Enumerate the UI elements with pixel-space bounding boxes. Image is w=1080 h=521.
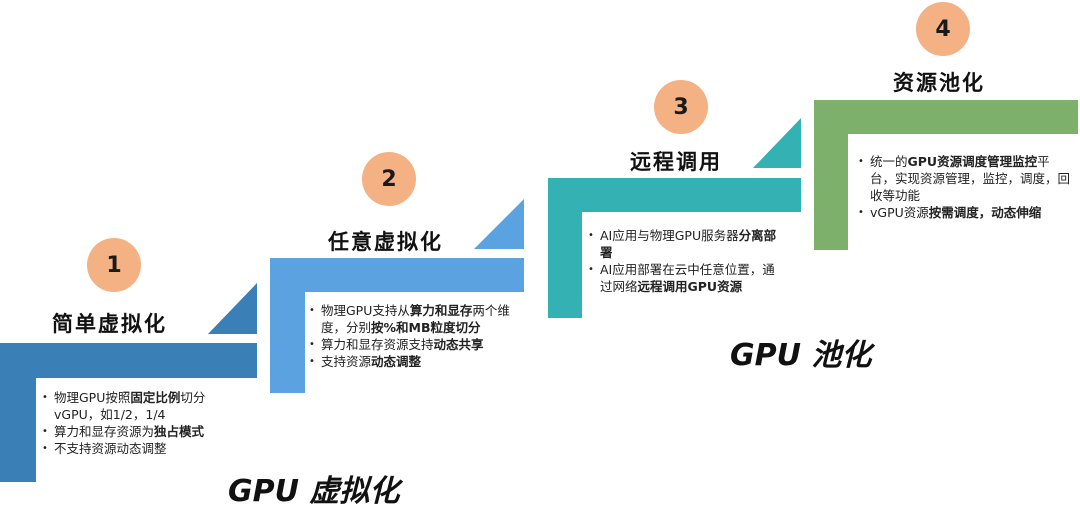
bullet-bold-text: GPU资源调度管理监控: [907, 154, 1038, 169]
step-4-shape: [814, 100, 1078, 250]
bullet-text: 切分vGPU，如1/2，1/4: [54, 390, 206, 422]
step-3-description: AI应用与物理GPU服务器分离部署AI应用部署在云中任意位置，通过网络远程调用G…: [586, 227, 786, 295]
bullet-text: 统一的: [870, 154, 908, 169]
step-2-description: 物理GPU支持从算力和显存两个维度，分别按%和MB粒度切分算力和显存资源支持动态…: [307, 302, 527, 370]
bullet-bold-text: 固定比例: [130, 390, 181, 405]
step-2-bullet: 算力和显存资源支持动态共享: [307, 336, 527, 353]
gpu-pooling-label: GPU 池化: [730, 338, 872, 373]
bullet-text: 平台，实现资源管理，监控，调度，回收等功能: [870, 154, 1071, 203]
bullet-text: 支持资源: [321, 354, 372, 369]
bullet-bold-text: 动态调整: [371, 354, 422, 369]
bullet-bold-text: 远程调用GPU资源: [637, 279, 743, 294]
step-2-bullet: 支持资源动态调整: [307, 353, 527, 370]
step-1-bullet: 物理GPU按照固定比例切分vGPU，如1/2，1/4: [40, 389, 240, 423]
bullet-text: 不支持资源动态调整: [54, 441, 167, 456]
step-4-bullet: 统一的GPU资源调度管理监控平台，实现资源管理，监控，调度，回收等功能: [856, 153, 1071, 204]
step-2-bullet: 物理GPU支持从算力和显存两个维度，分别按%和MB粒度切分: [307, 302, 527, 336]
bullet-bold-text: 独占模式: [154, 424, 205, 439]
bullet-bold-text: 分离部署: [600, 228, 777, 260]
step-4-title: 资源池化: [893, 71, 985, 95]
step-1-title: 简单虚拟化: [52, 312, 167, 336]
bullet-text: AI应用与物理GPU服务器: [600, 228, 739, 243]
step-1-arrow: [208, 283, 257, 334]
step-2-title: 任意虚拟化: [328, 230, 443, 254]
bullet-bold-text: 按%和MB粒度切分: [371, 320, 481, 335]
step-2-number-badge: 2: [362, 152, 416, 206]
bullet-text: 物理GPU支持从: [321, 303, 410, 318]
step-1-shape: [0, 343, 257, 482]
step-2-shape: [270, 258, 524, 393]
step-4-description: 统一的GPU资源调度管理监控平台，实现资源管理，监控，调度，回收等功能vGPU资…: [856, 153, 1071, 221]
bullet-text: 两个维度，分别: [321, 303, 510, 335]
step-4-number-badge: 4: [916, 2, 970, 56]
step-1-number-badge: 1: [87, 238, 141, 292]
step-3-bullet: AI应用与物理GPU服务器分离部署: [586, 227, 786, 261]
bullet-text: 算力和显存资源为: [54, 424, 155, 439]
gpu-virtualization-label: GPU 虚拟化: [228, 474, 400, 509]
step-3-bullet: AI应用部署在云中任意位置，通过网络远程调用GPU资源: [586, 261, 786, 295]
bullet-text: 物理GPU按照: [54, 390, 131, 405]
bullet-text: 算力和显存资源支持: [321, 337, 434, 352]
step-3-number-badge: 3: [654, 80, 708, 134]
bullet-bold-text: 按需调度，动态伸缩: [928, 205, 1042, 220]
step-3-arrow: [753, 118, 801, 168]
bullet-text: AI应用部署在云中任意位置，通过网络: [600, 262, 775, 294]
step-1-description: 物理GPU按照固定比例切分vGPU，如1/2，1/4算力和显存资源为独占模式不支…: [40, 389, 240, 457]
step-3-title: 远程调用: [630, 150, 722, 174]
step-4-bullet: vGPU资源按需调度，动态伸缩: [856, 204, 1071, 221]
step-2-arrow: [474, 199, 524, 249]
bullet-bold-text: 算力和显存: [409, 303, 473, 318]
bullet-bold-text: 动态共享: [433, 337, 484, 352]
step-1-bullet: 算力和显存资源为独占模式: [40, 423, 240, 440]
step-3-shape: [548, 178, 801, 318]
bullet-text: vGPU资源: [870, 205, 929, 220]
step-1-bullet: 不支持资源动态调整: [40, 440, 240, 457]
